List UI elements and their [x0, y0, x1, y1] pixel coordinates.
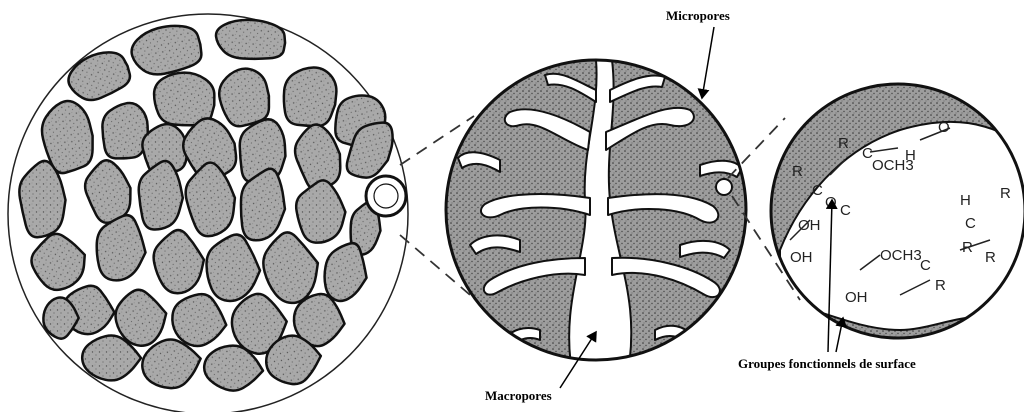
chemical-group-label: C — [920, 257, 931, 274]
carbon-granule — [8, 14, 408, 412]
chemical-group-label: R — [838, 135, 849, 152]
chemical-group-label: OCH3 — [880, 247, 922, 264]
chemical-group-label: OH — [798, 217, 821, 234]
macropores-label: Macropores — [485, 388, 552, 403]
chemical-group-label: O — [938, 119, 950, 136]
chemical-group-label: OH — [845, 289, 868, 306]
surface-groups-label: Groupes fonctionnels de surface — [738, 356, 916, 371]
chemical-group-label: C — [840, 202, 851, 219]
chemical-group-label: C — [812, 182, 823, 199]
pore-network-detail — [446, 60, 746, 372]
chemical-group-label: R — [792, 163, 803, 180]
chemical-group-label: O — [825, 194, 837, 211]
chemical-group-label: C — [965, 215, 976, 232]
chemical-group-label: R — [1000, 185, 1011, 202]
chemical-group-label: H — [905, 147, 916, 164]
chemical-group-label: H — [960, 192, 971, 209]
chemical-group-label: R — [985, 249, 996, 266]
micropores-label: Micropores — [666, 8, 730, 23]
chemical-group-label: R — [935, 277, 946, 294]
chemical-group-label: OH — [790, 249, 813, 266]
